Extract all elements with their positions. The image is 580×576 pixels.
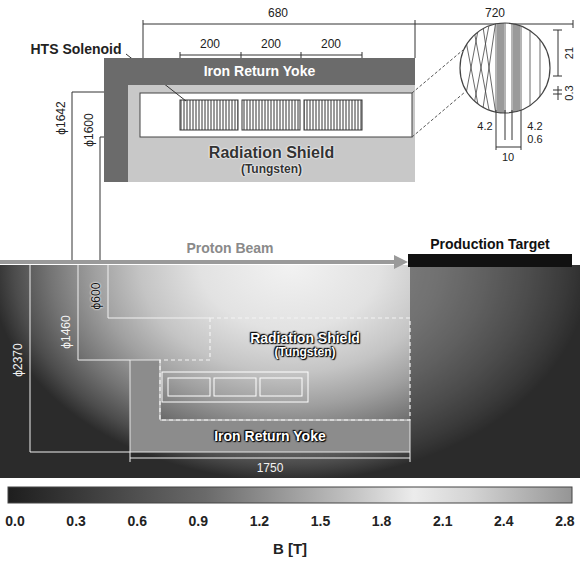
proton-beam bbox=[0, 260, 396, 264]
zoom-circle bbox=[460, 23, 550, 113]
target-bar bbox=[408, 254, 572, 267]
colorbar-tick: 2.8 bbox=[555, 514, 574, 529]
yoke-box: Iron Return Yoke bbox=[104, 58, 415, 85]
colorbar-tick: 1.8 bbox=[372, 514, 391, 529]
dimension: 4.2 bbox=[477, 120, 492, 132]
colorbar-tick: 0.3 bbox=[66, 514, 85, 529]
zoom-dimensions bbox=[496, 30, 562, 150]
cryostat-box bbox=[140, 93, 412, 137]
field-dark-zone bbox=[410, 265, 580, 478]
radiation-shield bbox=[128, 85, 415, 182]
dimension: 200 bbox=[261, 38, 281, 51]
colorbar-tick: 2.4 bbox=[494, 514, 513, 529]
dimension: 0.3 bbox=[563, 85, 575, 100]
axis-title: B [T] bbox=[273, 541, 307, 558]
dimension: 680 bbox=[268, 7, 288, 20]
diameter: ϕ1642 bbox=[55, 101, 68, 134]
node-title: Iron Return Yoke bbox=[214, 428, 326, 444]
colorbar-tick: 0.9 bbox=[189, 514, 208, 529]
dimension: 4.2 bbox=[527, 120, 542, 132]
zoom-detail bbox=[455, 20, 555, 120]
node-title: Radiation Shield bbox=[250, 330, 360, 346]
colorbar-tick: 1.2 bbox=[250, 514, 269, 529]
node-title: Production Target bbox=[430, 236, 550, 252]
node-title: Iron Return Yoke bbox=[204, 63, 316, 79]
map-diameter-lines bbox=[30, 265, 410, 462]
node-subtitle: (Tungsten) bbox=[274, 346, 335, 360]
diameter-lines bbox=[72, 92, 104, 262]
target-box: Production Target bbox=[408, 236, 572, 270]
colorbar-tick: 0.6 bbox=[127, 514, 146, 529]
field-map bbox=[0, 265, 580, 478]
shield-outline bbox=[160, 318, 410, 420]
dimension: 10 bbox=[502, 151, 514, 163]
diameter: ϕ2370 bbox=[12, 343, 25, 376]
dimension: 200 bbox=[321, 38, 341, 51]
map-shield-region: Radiation Shield(Tungsten) bbox=[200, 322, 410, 368]
node-title: Radiation Shield bbox=[209, 144, 334, 162]
beam-name: Proton Beam bbox=[186, 241, 273, 256]
dimension: 200 bbox=[200, 38, 220, 51]
part-name: HTS Solenoid bbox=[31, 42, 122, 57]
solenoid-coils bbox=[180, 100, 362, 130]
colorbar-tick: 2.1 bbox=[433, 514, 452, 529]
zoom-lines bbox=[412, 50, 465, 137]
dimension: 0.6 bbox=[527, 133, 542, 145]
diameter: ϕ1600 bbox=[83, 113, 96, 146]
dimension: 1750 bbox=[257, 462, 284, 475]
dimension: 720 bbox=[485, 7, 505, 20]
yoke-outline bbox=[130, 360, 410, 452]
shield-box: Radiation Shield(Tungsten) bbox=[128, 139, 415, 182]
field-contours bbox=[0, 265, 580, 478]
colorbar bbox=[8, 487, 572, 503]
dimension: 21 bbox=[563, 47, 575, 59]
map-coils bbox=[162, 372, 308, 402]
map-yoke-region: Iron Return Yoke bbox=[130, 421, 410, 451]
diameter: ϕ600 bbox=[90, 283, 103, 310]
node-subtitle: (Tungsten) bbox=[241, 163, 302, 177]
colorbar-tick: 1.5 bbox=[311, 514, 330, 529]
colorbar-tick: 0.0 bbox=[5, 514, 24, 529]
diameter: ϕ1460 bbox=[60, 315, 73, 348]
beam-arrowhead bbox=[394, 255, 408, 269]
